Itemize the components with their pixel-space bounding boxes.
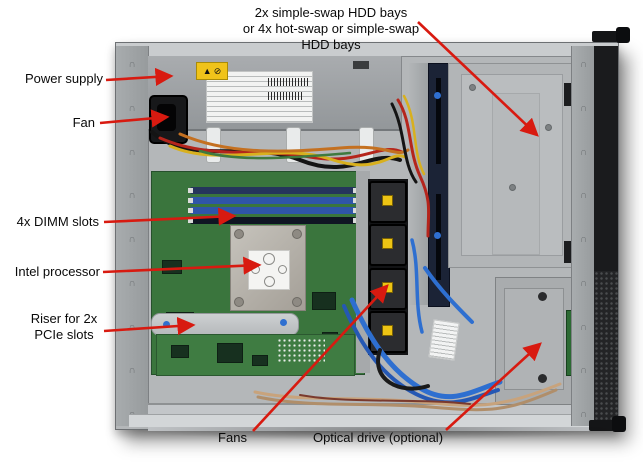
callout-optical-drive: Optical drive (optional) bbox=[312, 430, 444, 445]
fan-warning-sticker bbox=[382, 238, 393, 250]
rail-latch-knob bbox=[612, 416, 626, 432]
cable-clip bbox=[359, 127, 374, 163]
thumbscrew bbox=[280, 319, 287, 326]
front-bezel-perforation bbox=[594, 271, 618, 426]
rail-hook-cutouts: ∩∩∩∩∩∩∩∩∩ bbox=[128, 59, 136, 420]
callout-fans: Fans bbox=[218, 430, 247, 445]
rail-latch bbox=[589, 420, 614, 431]
optical-drive-tray bbox=[504, 288, 564, 390]
fan-module bbox=[149, 95, 188, 144]
chip bbox=[252, 355, 268, 366]
hdd-bay-ridge bbox=[492, 93, 540, 255]
callout-riser: Riser for 2x PCIe slots bbox=[14, 311, 114, 343]
dimm-slot bbox=[188, 217, 358, 224]
fan-module bbox=[369, 267, 407, 310]
callout-fan: Fan bbox=[72, 115, 95, 130]
rail-latch bbox=[592, 31, 618, 42]
callout-dimm-slots: 4x DIMM slots bbox=[16, 214, 99, 229]
dimm-slot bbox=[188, 207, 358, 214]
power-supply: ▲⊘ bbox=[148, 56, 402, 131]
warning-triangle-icon: ▲ bbox=[202, 66, 212, 76]
chassis-left-wall: ∩∩∩∩∩∩∩∩∩ bbox=[116, 46, 149, 426]
screw-post bbox=[538, 374, 547, 383]
chip bbox=[171, 345, 189, 358]
hdd-bay-panel bbox=[461, 74, 563, 256]
dimm-slot bbox=[188, 197, 358, 204]
rail-latch-knob bbox=[616, 27, 630, 43]
chip bbox=[312, 292, 336, 310]
hdd-bay-area bbox=[448, 63, 576, 268]
fan-warning-sticker bbox=[382, 324, 393, 336]
callout-processor: Intel processor bbox=[14, 264, 100, 279]
callout-riser-line2: PCIe slots bbox=[34, 327, 94, 342]
dimm-slot bbox=[188, 187, 358, 194]
cable-label-card bbox=[428, 319, 460, 361]
prohibition-icon: ⊘ bbox=[213, 65, 222, 76]
chip bbox=[217, 343, 243, 363]
cable-clip bbox=[286, 127, 301, 163]
psu-warning-sticker: ▲⊘ bbox=[196, 62, 228, 80]
fan-module bbox=[369, 224, 407, 267]
fan-warning-sticker bbox=[382, 195, 393, 206]
hdd-backplane bbox=[428, 63, 450, 307]
cable-clip bbox=[206, 127, 221, 163]
fan-module bbox=[369, 310, 407, 353]
chip bbox=[162, 260, 182, 274]
fan-warning-sticker bbox=[382, 281, 393, 293]
drive-bay-bracket bbox=[409, 63, 428, 305]
solder-pad-grid bbox=[277, 338, 325, 363]
psu-vent bbox=[353, 61, 369, 69]
server-chassis: ∩∩∩∩∩∩∩∩∩ ▲⊘ bbox=[115, 42, 619, 431]
pcie-riser-bracket bbox=[151, 313, 299, 336]
thumbscrew bbox=[163, 321, 170, 328]
callout-hdd-bays-line1: 2x simple-swap HDD bays bbox=[254, 5, 408, 20]
screw-post bbox=[538, 292, 547, 301]
chassis-front-lip bbox=[129, 414, 603, 427]
chassis-right-wall: ∩∩∩∩∩∩∩∩∩ bbox=[571, 46, 595, 426]
callout-riser-line1: Riser for 2x bbox=[30, 311, 98, 326]
riser-card bbox=[156, 334, 355, 376]
cpu-heatsink bbox=[230, 225, 306, 311]
psu-barcode bbox=[268, 78, 308, 86]
system-fans bbox=[368, 179, 408, 355]
thumbscrew bbox=[434, 92, 441, 99]
heatsink-label bbox=[248, 250, 290, 290]
optical-drive-cage bbox=[495, 277, 583, 405]
callout-hdd-bays: 2x simple-swap HDD bays or 4x hot-swap o… bbox=[231, 5, 431, 53]
rail-hook-cutouts: ∩∩∩∩∩∩∩∩∩ bbox=[579, 59, 588, 420]
callout-hdd-bays-line2: or 4x hot-swap or simple-swap HDD bays bbox=[242, 21, 420, 52]
callout-power-supply: Power supply bbox=[24, 71, 103, 86]
thumbscrew bbox=[434, 232, 441, 239]
fan-opening bbox=[157, 104, 176, 131]
psu-barcode bbox=[268, 92, 302, 100]
fan-module bbox=[369, 181, 407, 223]
